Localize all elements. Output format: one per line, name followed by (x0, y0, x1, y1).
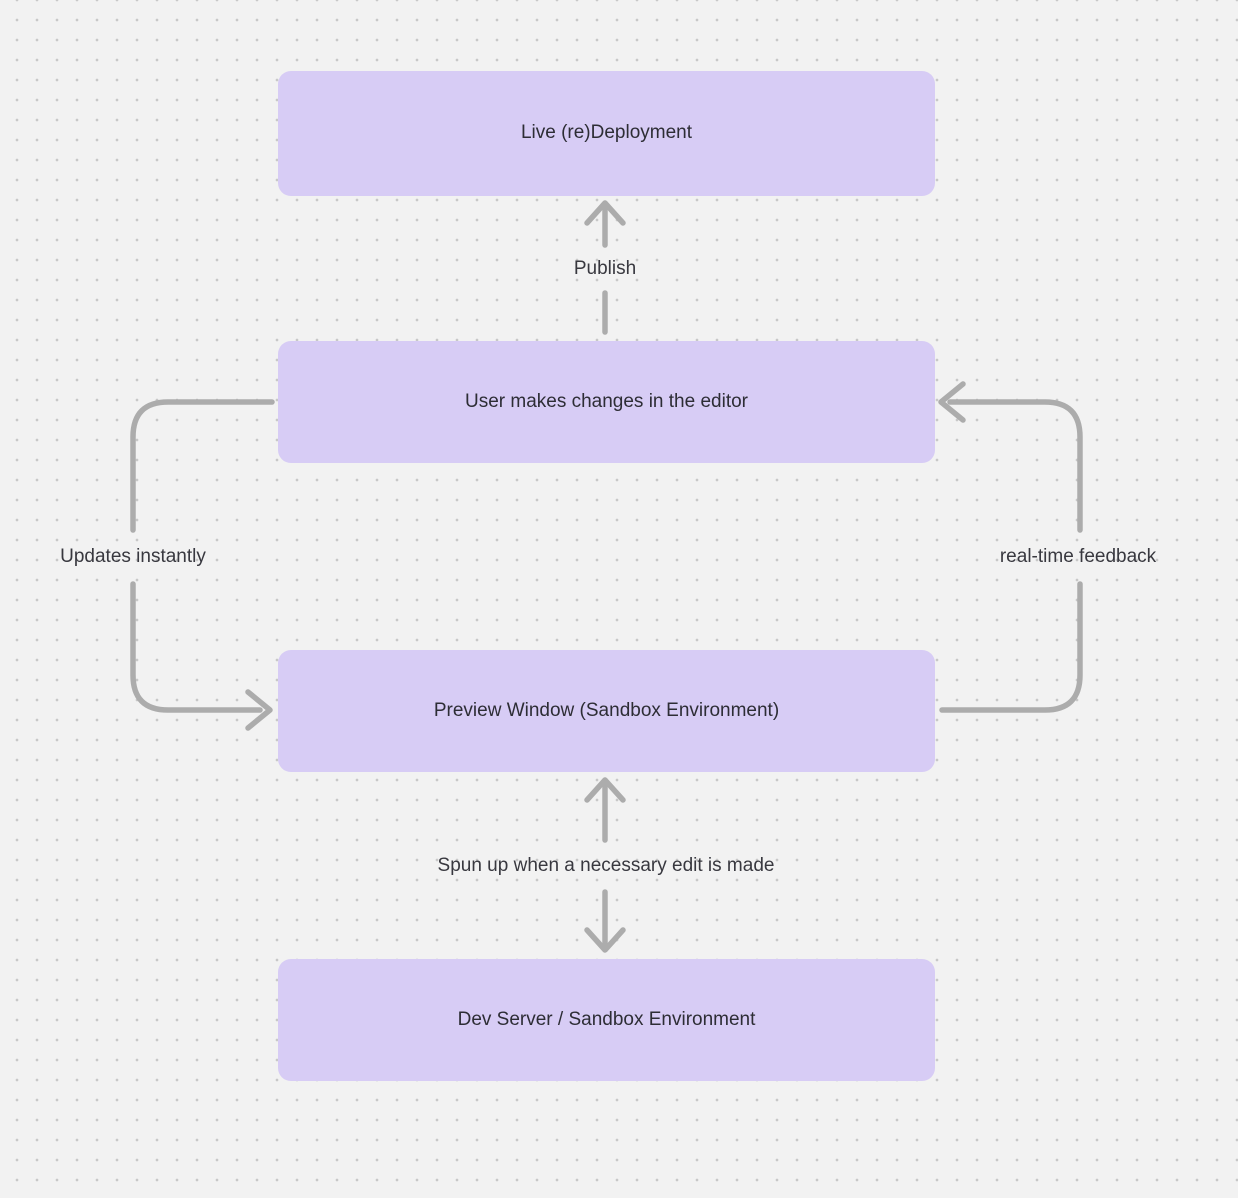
feedback-arrowhead-left-icon (938, 381, 966, 423)
node-live-redeployment: Live (re)Deployment (278, 71, 935, 196)
node-label: User makes changes in the editor (464, 390, 749, 412)
node-dev-server: Dev Server / Sandbox Environment (278, 959, 935, 1081)
spunup-arrowhead-down-icon (584, 927, 626, 953)
spunup-arrowhead-up-icon (584, 777, 626, 803)
feedback-loop-lower-path (939, 581, 1083, 713)
feedback-loop-upper-path (947, 399, 1083, 533)
edge-label-publish: Publish (573, 258, 637, 279)
node-label: Live (re)Deployment (520, 122, 693, 144)
updates-loop-upper-path (130, 399, 275, 533)
edge-label-updates-instantly: Updates instantly (60, 546, 206, 567)
publish-arrowhead-up-icon (584, 200, 626, 226)
updates-loop-lower-path (130, 581, 263, 713)
node-preview-window: Preview Window (Sandbox Environment) (278, 650, 935, 772)
node-label: Preview Window (Sandbox Environment) (433, 699, 780, 721)
updates-arrowhead-right-icon (245, 689, 273, 731)
edge-label-realtime-feedback: real-time feedback (999, 546, 1157, 567)
edge-label-spun-up: Spun up when a necessary edit is made (437, 855, 775, 876)
node-label: Dev Server / Sandbox Environment (457, 1008, 756, 1030)
node-user-changes: User makes changes in the editor (278, 341, 935, 463)
